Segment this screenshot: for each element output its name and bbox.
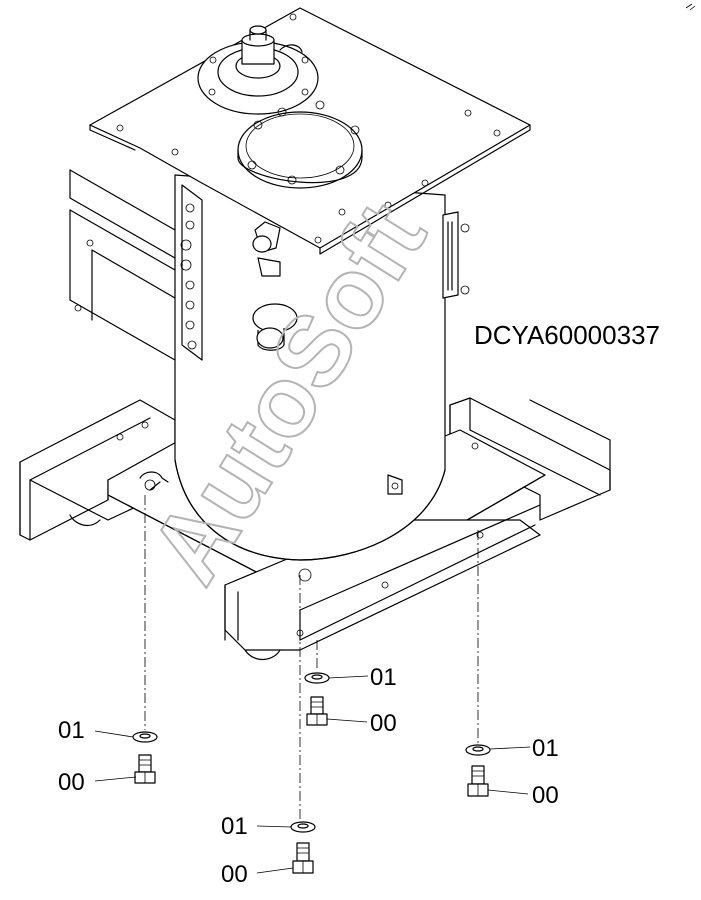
hydraulic-tank (89, 7, 531, 561)
callout-bolt-center-upper: 00 (370, 710, 397, 737)
corner-mark (685, 3, 696, 11)
callout-washer-center-upper: 01 (370, 664, 397, 691)
bolt-right (467, 765, 489, 797)
callout-washer-left: 01 (58, 717, 85, 744)
callout-bolt-right: 00 (532, 782, 559, 809)
washer-right (465, 744, 491, 756)
washer-center-lower (290, 821, 316, 833)
washer-left (132, 731, 158, 743)
drawing-code-label: DCYA60000337 (474, 320, 660, 350)
bolt-center-lower (292, 842, 314, 874)
washer-center-upper (304, 672, 330, 684)
callout-bolt-center-lower: 00 (221, 861, 248, 888)
bolt-center-upper (306, 696, 328, 726)
callout-washer-right: 01 (532, 735, 559, 762)
callout-washer-center-lower: 01 (221, 813, 248, 840)
callout-bolt-left: 00 (58, 769, 85, 796)
bolt-left (134, 754, 156, 784)
leader-lines (94, 675, 531, 874)
centerlines (144, 495, 479, 820)
